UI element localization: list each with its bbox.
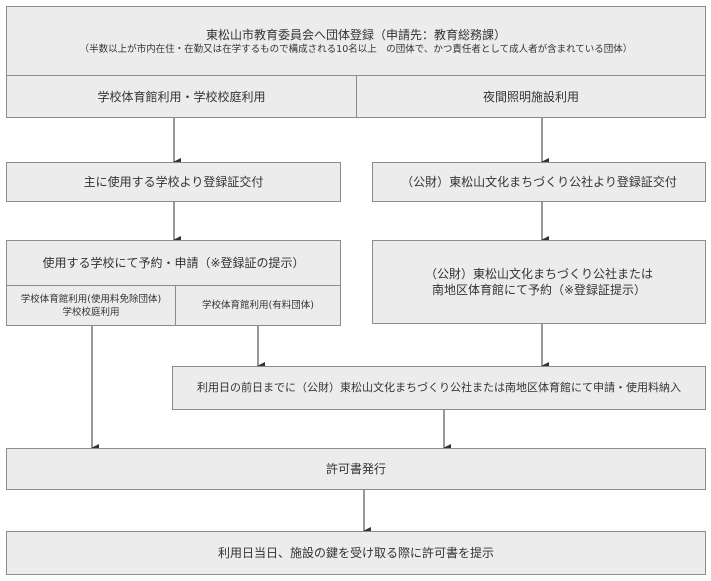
school-reserve-label: 使用する学校にて予約・申請（※登録証の提示） bbox=[42, 256, 305, 270]
school-use-box: 学校体育館利用・学校校庭利用 bbox=[6, 75, 357, 118]
exempt-box: 学校体育館利用(使用料免除団体) 学校校庭利用 bbox=[6, 285, 176, 326]
permit-label: 許可書発行 bbox=[325, 462, 386, 476]
foundation-reserve-line1: （公財）東松山文化まちづくり公社または bbox=[424, 267, 653, 281]
payment-box: 利用日の前日までに（公財）東松山文化まちづくり公社または南地区体育館にて申請・使… bbox=[172, 366, 706, 410]
foundation-cert-box: （公財）東松山文化まちづくり公社より登録証交付 bbox=[372, 162, 706, 202]
permit-box: 許可書発行 bbox=[6, 448, 706, 490]
registration-box: 東松山市教育委員会へ団体登録（申請先：教育総務課） （半数以上が市内在住・在勤又… bbox=[6, 6, 706, 76]
registration-title: 東松山市教育委員会へ団体登録（申請先：教育総務課） bbox=[205, 27, 506, 42]
exempt-line1: 学校体育館利用(使用料免除団体) bbox=[20, 293, 162, 305]
foundation-reserve-box: （公財）東松山文化まちづくり公社または 南地区体育館にて予約（※登録証提示） bbox=[372, 240, 706, 324]
present-label: 利用日当日、施設の鍵を受け取る際に許可書を提示 bbox=[217, 546, 494, 560]
registration-note: （半数以上が市内在住・在勤又は在学するもので構成される10名以上 の団体で、かつ… bbox=[79, 43, 633, 55]
school-cert-box: 主に使用する学校より登録証交付 bbox=[6, 162, 341, 202]
school-use-label: 学校体育館利用・学校校庭利用 bbox=[97, 89, 266, 104]
exempt-line2: 学校校庭利用 bbox=[62, 306, 120, 318]
foundation-cert-label: （公財）東松山文化まちづくり公社より登録証交付 bbox=[401, 175, 677, 189]
payment-label: 利用日の前日までに（公財）東松山文化まちづくり公社または南地区体育館にて申請・使… bbox=[197, 381, 681, 394]
paid-box: 学校体育館利用(有料団体) bbox=[175, 285, 341, 326]
school-reserve-box: 使用する学校にて予約・申請（※登録証の提示） bbox=[6, 240, 341, 286]
night-use-box: 夜間照明施設利用 bbox=[356, 75, 706, 118]
night-use-label: 夜間照明施設利用 bbox=[482, 89, 579, 104]
foundation-reserve-line2: 南地区体育館にて予約（※登録証提示） bbox=[431, 283, 647, 297]
paid-label: 学校体育館利用(有料団体) bbox=[202, 300, 314, 311]
present-box: 利用日当日、施設の鍵を受け取る際に許可書を提示 bbox=[6, 531, 706, 575]
school-cert-label: 主に使用する学校より登録証交付 bbox=[83, 175, 264, 189]
